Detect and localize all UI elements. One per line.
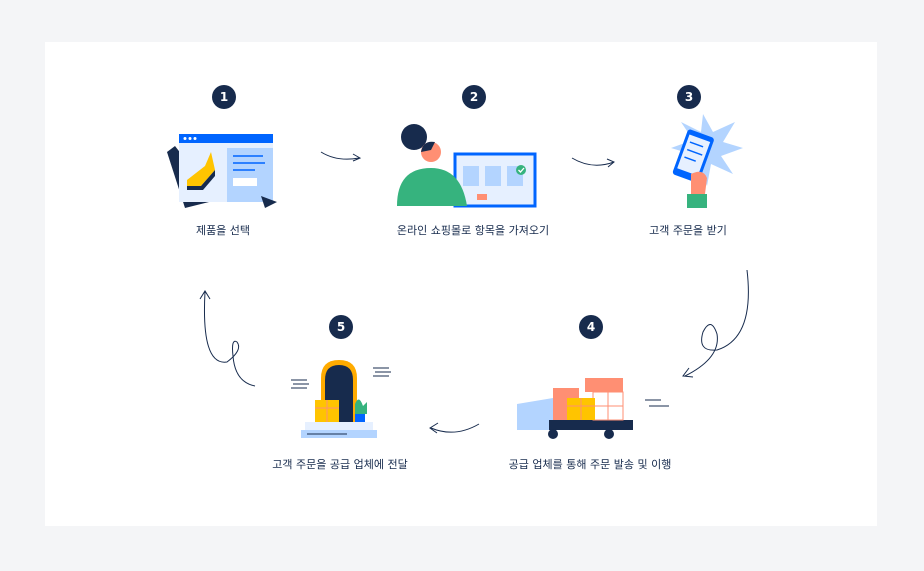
arrow-3-to-4 <box>677 268 755 380</box>
ship-order-illustration <box>513 374 673 440</box>
step-2-label: 온라인 쇼핑몰로 항목을 가져오기 <box>396 224 550 237</box>
diagram-card: 1 제품을 선택 2 <box>45 42 877 526</box>
arrow-1-to-2 <box>319 146 365 164</box>
forward-order-illustration <box>287 358 399 442</box>
import-items-illustration <box>395 122 540 208</box>
arrow-5-to-1 <box>195 286 259 390</box>
step-2-badge: 2 <box>462 85 486 109</box>
step-5-badge: 5 <box>329 315 353 339</box>
step-3-badge: 3 <box>677 85 701 109</box>
arrow-2-to-3 <box>570 154 618 174</box>
step-1-label: 제품을 선택 <box>195 224 251 237</box>
step-1-badge: 1 <box>212 85 236 109</box>
product-select-illustration <box>165 130 280 210</box>
step-5-label: 고객 주문을 공급 업체에 전달 <box>272 458 408 471</box>
step-3-label: 고객 주문을 받기 <box>649 224 727 237</box>
receive-order-illustration <box>663 112 743 208</box>
step-4-badge: 4 <box>579 315 603 339</box>
step-4-label: 공급 업체를 통해 주문 발송 및 이행 <box>508 458 672 471</box>
arrow-4-to-5 <box>425 418 481 438</box>
